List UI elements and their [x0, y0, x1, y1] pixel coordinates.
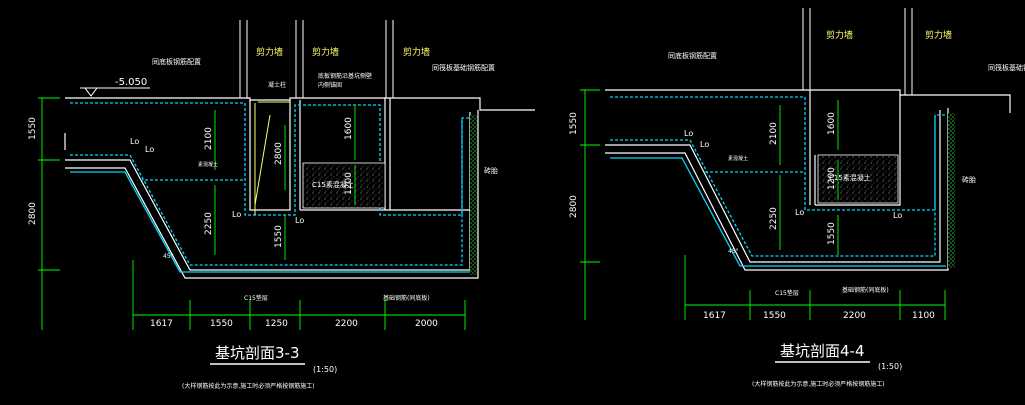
- s44-concrete-fill: [817, 154, 899, 204]
- s33-bottom-note: 基础钢筋(同底板): [383, 294, 430, 302]
- s33-wall-far-label: 剪力墙: [403, 46, 430, 58]
- s33-right-note-2: 内侧锚固: [318, 81, 342, 89]
- s44-vdim-1: 1550: [569, 112, 579, 135]
- s44-lo-2: Lo: [700, 140, 709, 149]
- s33-slab-right-label: 同筏板基础钢筋配置: [432, 63, 495, 72]
- s44-bdim-4: 1100: [912, 311, 935, 321]
- s44-slab-left-label: 同底板钢筋配置: [668, 51, 717, 60]
- s44-lo-4: Lo: [893, 211, 902, 220]
- s33-wall-left-label: 剪力墙: [256, 46, 283, 58]
- s33-note: (大样钢筋按此为示意,施工时必须严格按钢筋施工): [182, 382, 315, 390]
- s44-cushion-label: C15垫层: [775, 289, 799, 297]
- s33-right-note-1: 底板钢筋沿基坑侧壁: [318, 72, 372, 80]
- s33-elevation: -5.050: [115, 77, 147, 88]
- s44-wall-left-label: 剪力墙: [826, 29, 853, 41]
- s44-title: 基坑剖面4-4: [780, 342, 865, 360]
- s33-idim-1: 2100: [204, 127, 214, 150]
- s33-bdim-2: 1550: [210, 319, 233, 329]
- s33-wall-right-label: 剪力墙: [312, 46, 339, 58]
- s33-angle: 45°: [163, 253, 174, 260]
- s44-text: 同底板钢筋配置 同筏板基础钢筋配置 剪力墙 剪力墙 C15素混凝土 素混凝土 C…: [569, 29, 1025, 388]
- s33-lo-3: Lo: [232, 210, 241, 219]
- s44-wall-right-label: 剪力墙: [925, 29, 952, 41]
- s33-idim-5: 2250: [204, 212, 214, 235]
- s33-column-note: 凝土柱: [268, 81, 286, 89]
- s44-side-label: 砖胎: [962, 175, 976, 184]
- s33-slab-left-label: 同底板钢筋配置: [152, 57, 201, 66]
- s44-scale: (1:50): [878, 362, 902, 371]
- s33-vdim-1: 1550: [28, 117, 38, 140]
- s44-idim-3: 1200: [827, 167, 837, 190]
- section-4-4: [580, 8, 1011, 320]
- s33-fill-label: C15素混凝土: [312, 180, 354, 189]
- s33-text: -5.050 同底板钢筋配置 同筏板基础钢筋配置 剪力墙 剪力墙 剪力墙 凝土柱…: [28, 46, 498, 390]
- s33-column-brace: [254, 114, 271, 206]
- s44-note: (大样钢筋按此为示意,施工时必须严格按钢筋施工): [752, 380, 885, 388]
- s33-structure: [64, 97, 535, 279]
- s33-rebar: [70, 102, 475, 273]
- s44-bottom-note: 基础钢筋(同底板): [842, 286, 889, 294]
- s33-lo-2: Lo: [145, 145, 154, 154]
- s44-bdim-2: 1550: [763, 311, 786, 321]
- s33-bdim-3: 1250: [265, 319, 288, 329]
- s44-dims: [580, 89, 946, 320]
- s33-lo-4: Lo: [295, 216, 304, 225]
- s33-brick-wall: [470, 115, 477, 275]
- s33-bdim-1: 1617: [150, 319, 173, 329]
- s33-idim-4: 1200: [344, 172, 354, 195]
- s33-cushion-label: C15垫层: [244, 294, 268, 302]
- s44-bdim-1: 1617: [703, 311, 726, 321]
- s33-bdim-4: 2200: [335, 319, 358, 329]
- s44-idim-1: 2100: [769, 122, 779, 145]
- s44-brick-wall: [948, 113, 955, 268]
- s33-vdim-2: 2800: [28, 202, 38, 225]
- s44-idim-2: 1600: [827, 112, 837, 135]
- s33-scale: (1:50): [313, 365, 337, 374]
- s44-bdim-3: 2200: [843, 311, 866, 321]
- s33-idim-6: 1550: [274, 225, 284, 248]
- s33-idim-2: 2800: [274, 142, 284, 165]
- section-3-3: [38, 20, 535, 330]
- s44-idim-4: 2250: [769, 207, 779, 230]
- s44-small-label: 素混凝土: [728, 155, 748, 162]
- s44-vdim-2: 2800: [569, 195, 579, 218]
- s44-rebar: [610, 96, 948, 267]
- s33-idim-3: 1600: [344, 117, 354, 140]
- s33-concrete-fill: [302, 162, 386, 209]
- s33-bdim-5: 2000: [415, 319, 438, 329]
- s44-angle: 45°: [728, 248, 739, 255]
- s33-dims: [38, 97, 466, 330]
- s44-slab-right-label: 同筏板基础钢筋配置: [988, 63, 1025, 72]
- s44-idim-5: 1550: [827, 222, 837, 245]
- s33-side-label: 砖胎: [484, 166, 498, 175]
- s33-wall-stubs: [239, 20, 394, 98]
- s44-wall-stubs: [802, 8, 913, 95]
- s44-lo-3: Lo: [795, 208, 804, 217]
- s33-small-label: 素混凝土: [198, 161, 218, 168]
- s33-lo-1: Lo: [130, 137, 139, 146]
- s44-fill-label: C15素混凝土: [829, 173, 871, 182]
- s33-elevation-marker: [84, 87, 98, 97]
- s44-lo-1: Lo: [684, 129, 693, 138]
- s33-title: 基坑剖面3-3: [215, 344, 300, 362]
